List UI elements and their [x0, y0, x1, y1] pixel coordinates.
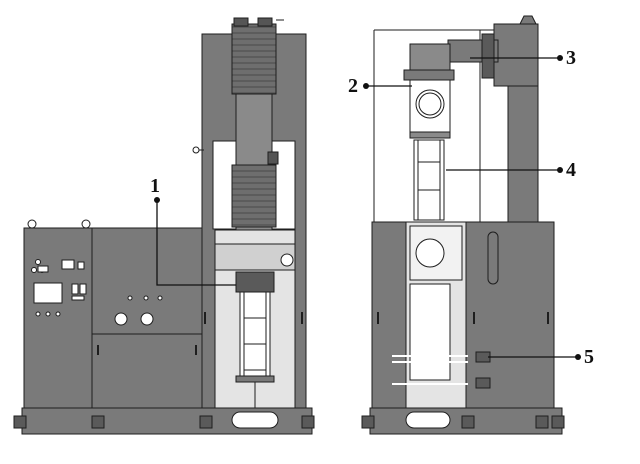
right-ladder — [413, 139, 445, 221]
callout-1-label: 1 — [150, 175, 160, 197]
callout-1: 1 — [150, 175, 236, 286]
callout-4-label: 4 — [566, 159, 576, 181]
callout-5: 5 — [488, 346, 594, 368]
left-top-drive — [231, 23, 277, 95]
control-display — [33, 282, 63, 304]
right-machine — [361, 15, 565, 435]
left-carriage — [239, 291, 271, 381]
callout-3: 3 — [470, 47, 576, 69]
right-column — [507, 83, 539, 225]
callout-2-label: 2 — [348, 75, 358, 97]
callout-3-label: 3 — [566, 47, 576, 69]
callout-2: 2 — [348, 75, 412, 97]
left-machine — [13, 17, 315, 435]
callout-5-label: 5 — [584, 346, 594, 368]
right-head — [493, 23, 539, 87]
control-cabinet — [23, 227, 203, 411]
left-lower-drive — [231, 164, 277, 228]
callout-4: 4 — [446, 159, 576, 181]
